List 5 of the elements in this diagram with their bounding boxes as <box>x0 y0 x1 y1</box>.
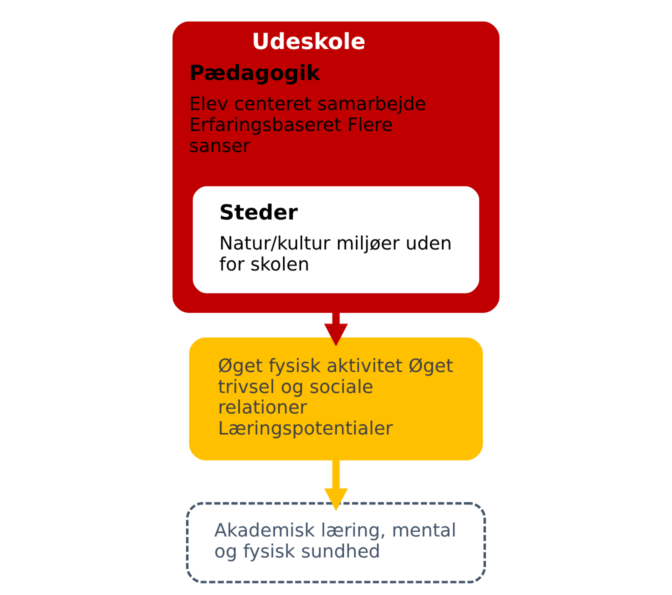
node-box: Akademisk læring, mental og fysisk sundhed <box>186 502 486 584</box>
node-box: Øget fysisk aktivitet Øget trivsel og sociale relationer Læringspotentialer <box>189 337 483 460</box>
arrow <box>324 312 348 346</box>
arrow <box>324 459 348 512</box>
node-box: Steder Natur/kultur miljøer uden for skolen <box>190 184 482 296</box>
